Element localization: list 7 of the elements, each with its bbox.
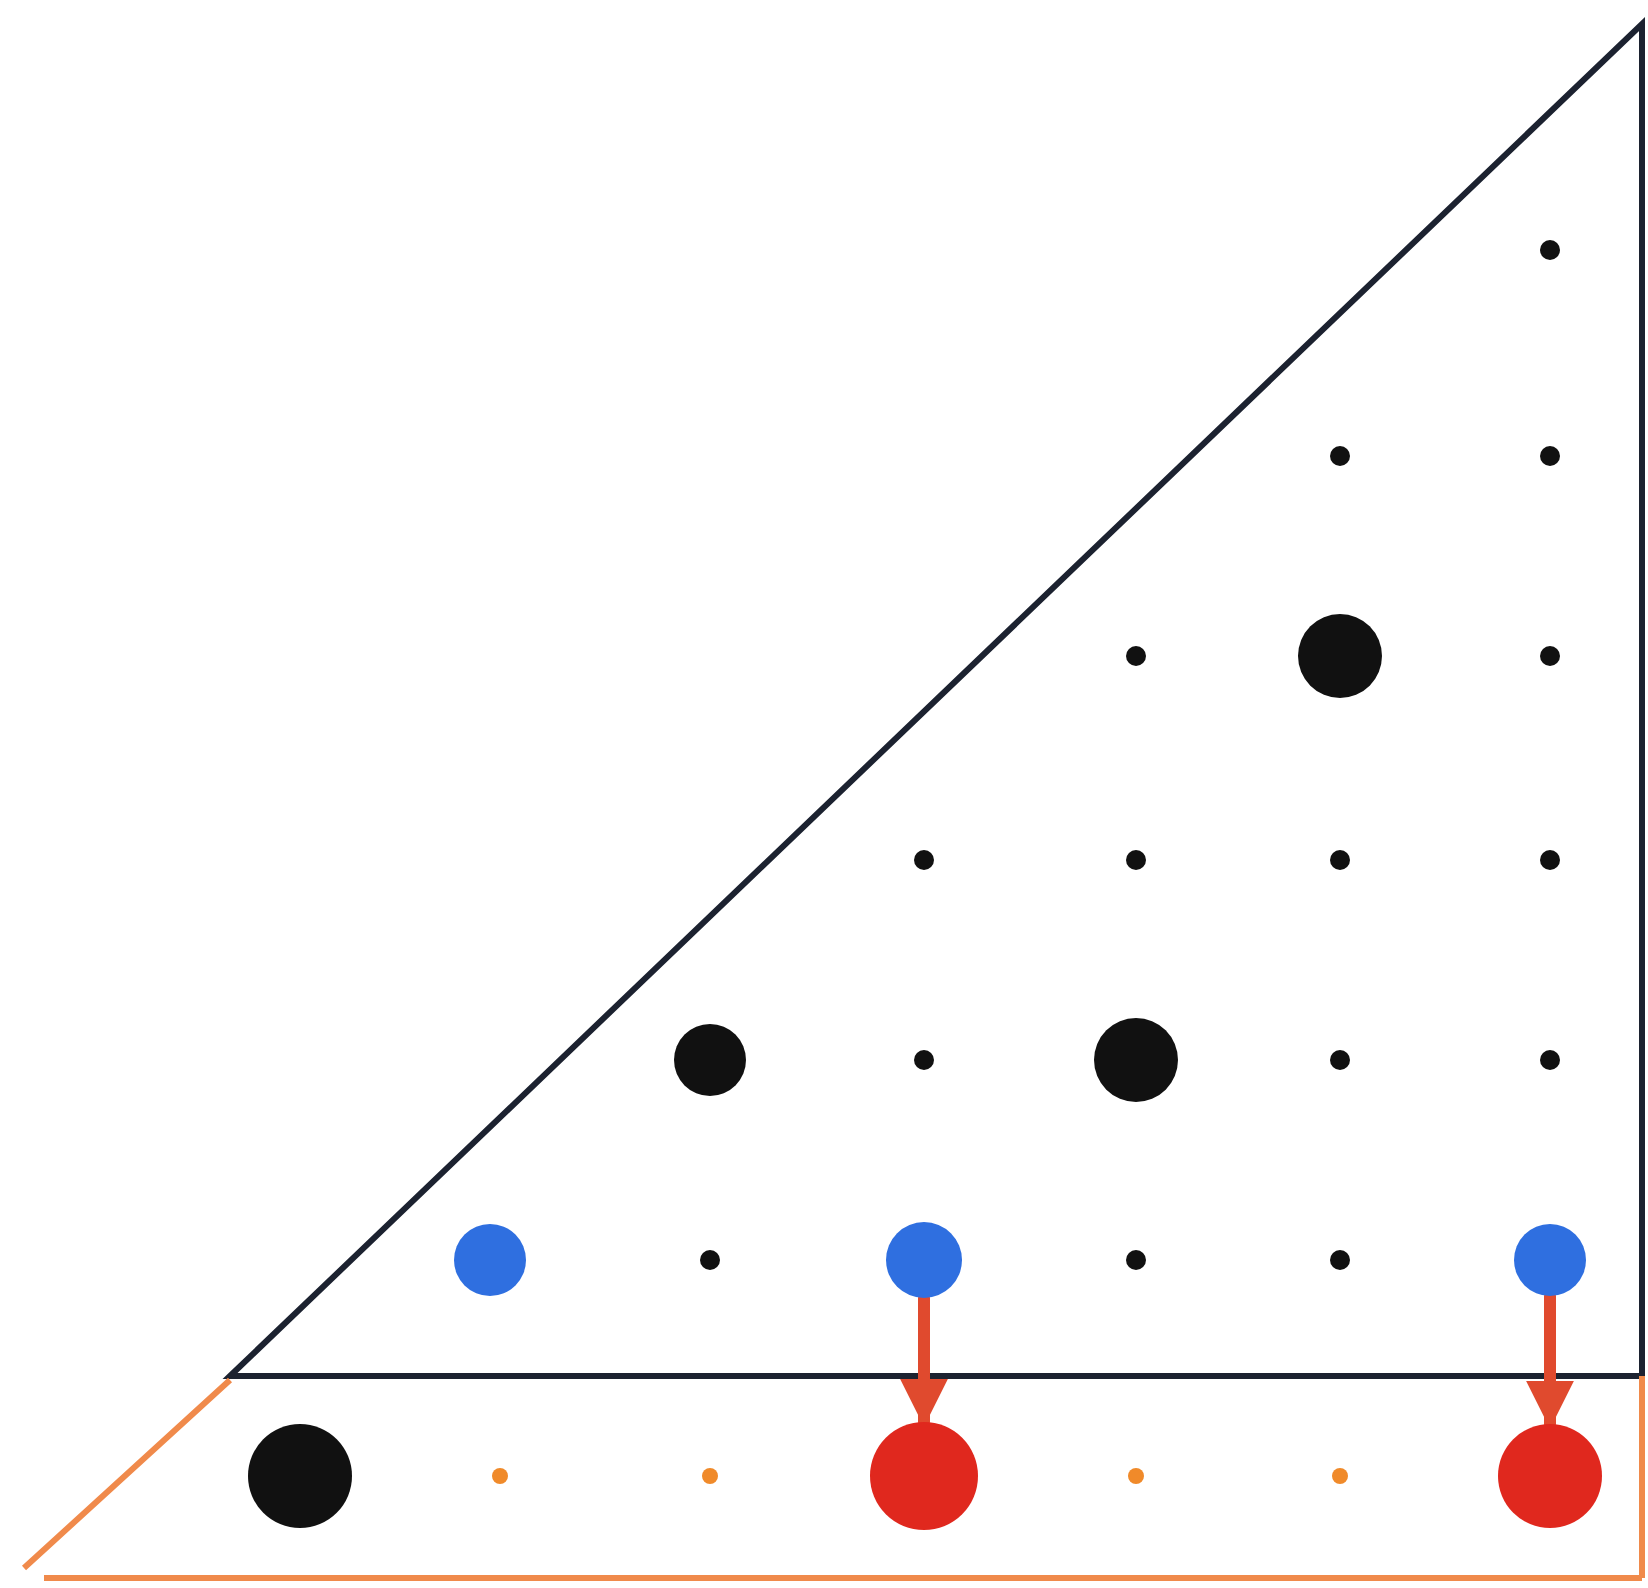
dot [1514, 1224, 1586, 1296]
dot [870, 1422, 978, 1530]
dot [1498, 1424, 1602, 1528]
arrow [900, 1292, 948, 1428]
dot [454, 1224, 526, 1296]
dot [886, 1222, 962, 1298]
arrow [1526, 1290, 1574, 1430]
